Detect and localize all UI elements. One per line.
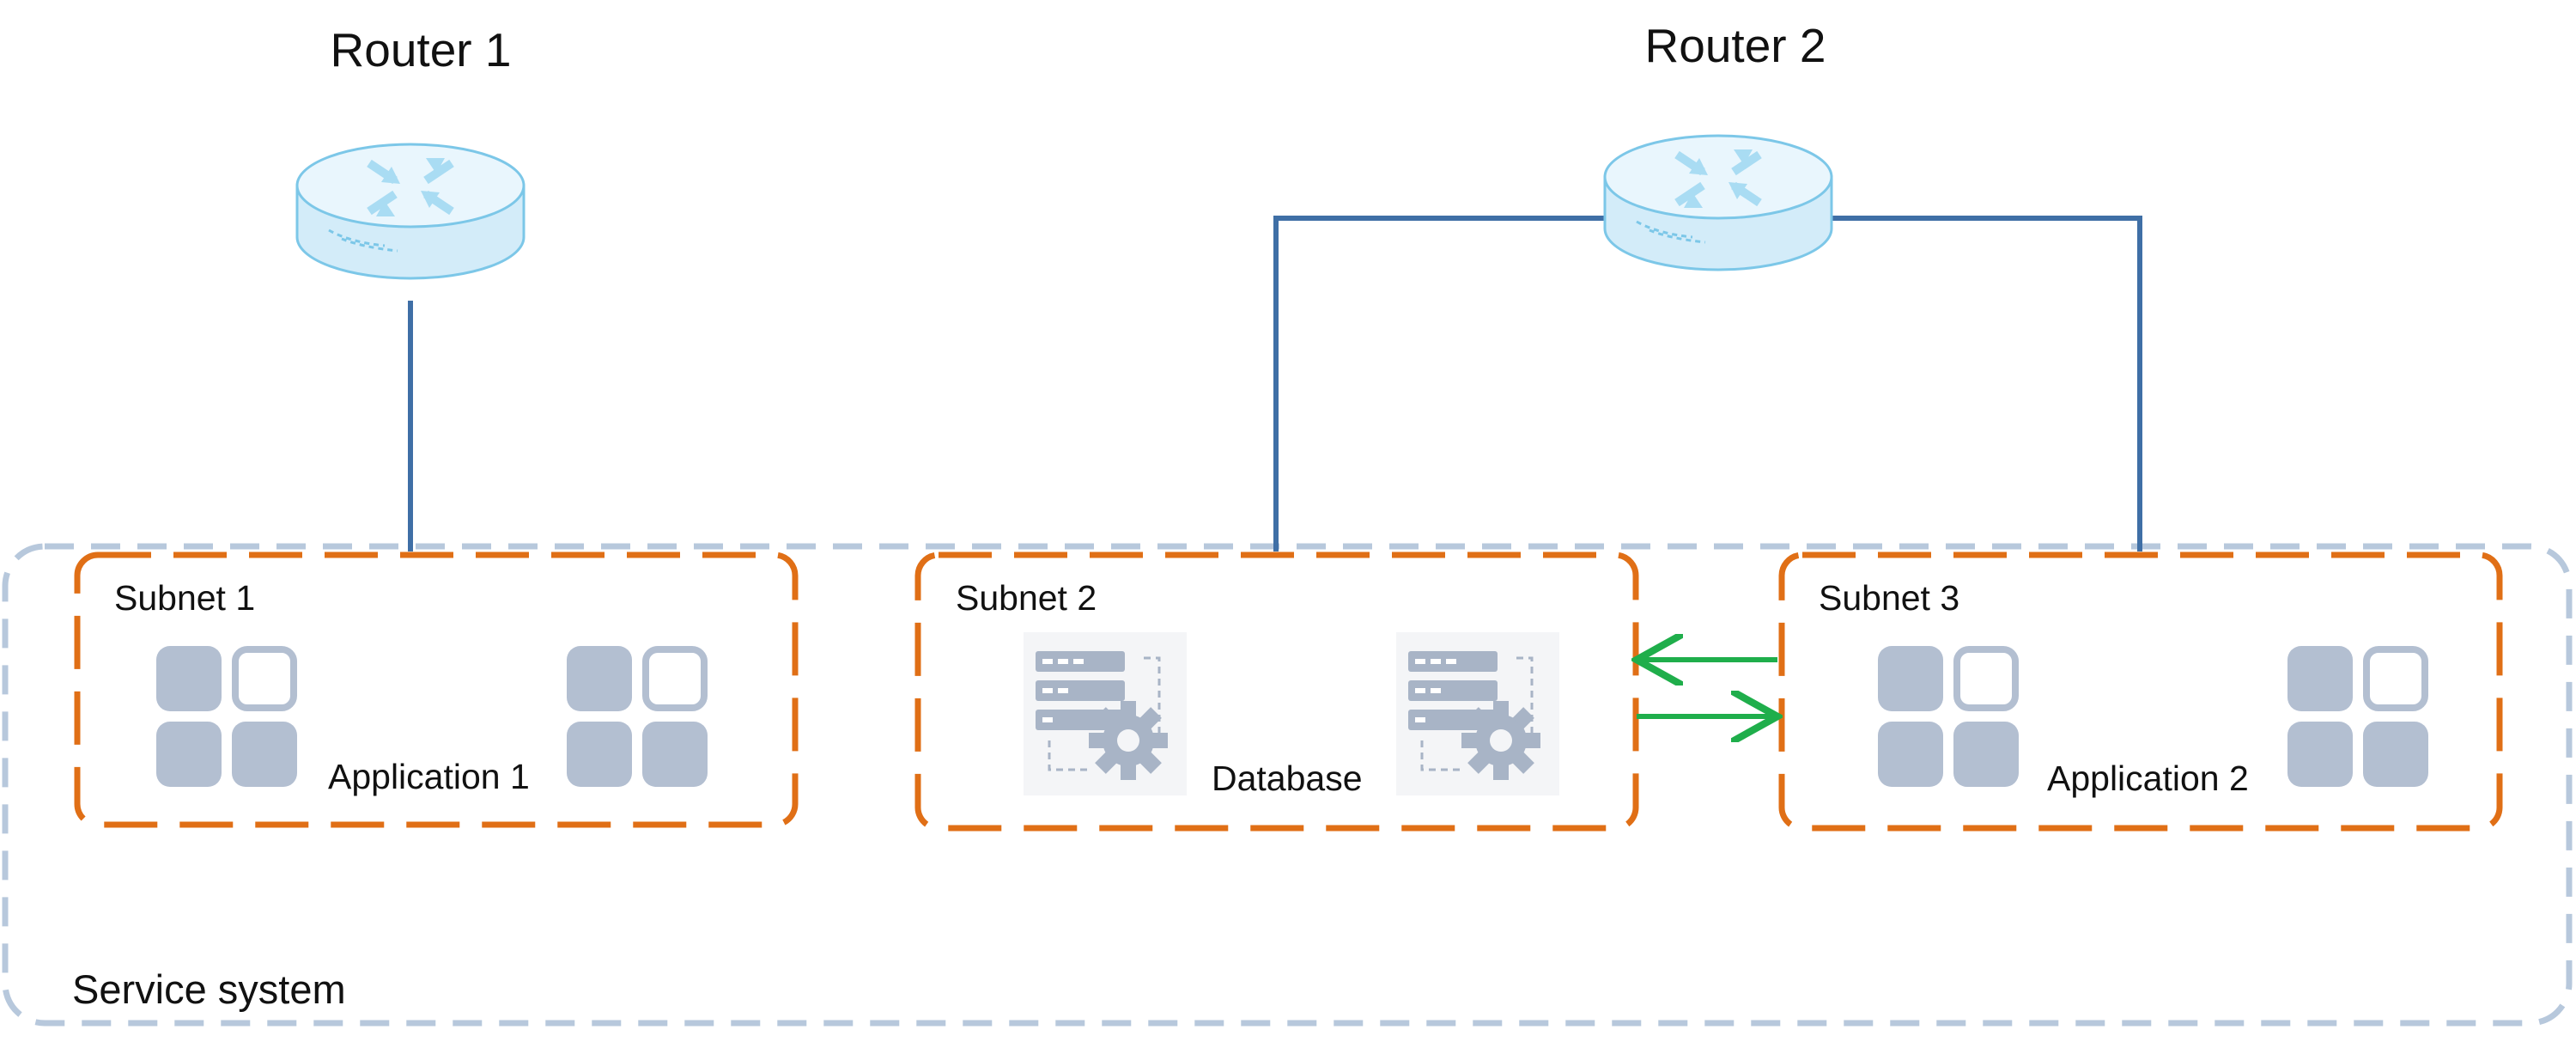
router-1-title: Router 1 bbox=[331, 23, 512, 76]
subnet-3: Subnet 3 Application 2 bbox=[1778, 551, 2503, 832]
subnet-2: Subnet 2 Database bbox=[914, 551, 1639, 832]
router-2-icon bbox=[1605, 136, 1832, 270]
subnet-1: Subnet 1 Application 1 bbox=[74, 551, 799, 828]
router-2: Router 2 bbox=[1605, 19, 1832, 270]
service-system-label: Service system bbox=[72, 966, 346, 1012]
database-server-icon-left bbox=[1022, 631, 1188, 797]
router2-subnet2-link bbox=[1273, 216, 1609, 551]
router-1: Router 1 bbox=[297, 23, 524, 278]
application-1-icon-right bbox=[567, 646, 708, 787]
subnet-2-boundary bbox=[914, 551, 1639, 832]
service-system-boundary bbox=[2, 543, 2573, 1027]
router-1-icon bbox=[297, 144, 524, 278]
application-1-icon-left bbox=[156, 646, 297, 787]
router-2-title: Router 2 bbox=[1645, 19, 1826, 72]
router2-subnet3-link bbox=[1827, 216, 2142, 551]
application-2-icon-left bbox=[1878, 646, 2019, 787]
database-label: Database bbox=[1212, 759, 1363, 798]
subnet-3-boundary bbox=[1778, 551, 2503, 832]
database-server-icon-right bbox=[1394, 631, 1561, 797]
application-1-label: Application 1 bbox=[328, 757, 530, 796]
application-2-icon-right bbox=[2287, 646, 2428, 787]
subnet-1-label: Subnet 1 bbox=[114, 578, 255, 618]
subnet-2-label: Subnet 2 bbox=[956, 578, 1097, 618]
application-2-label: Application 2 bbox=[2047, 759, 2249, 798]
subnet-3-label: Subnet 3 bbox=[1819, 578, 1959, 618]
subnet-1-boundary bbox=[74, 551, 799, 828]
